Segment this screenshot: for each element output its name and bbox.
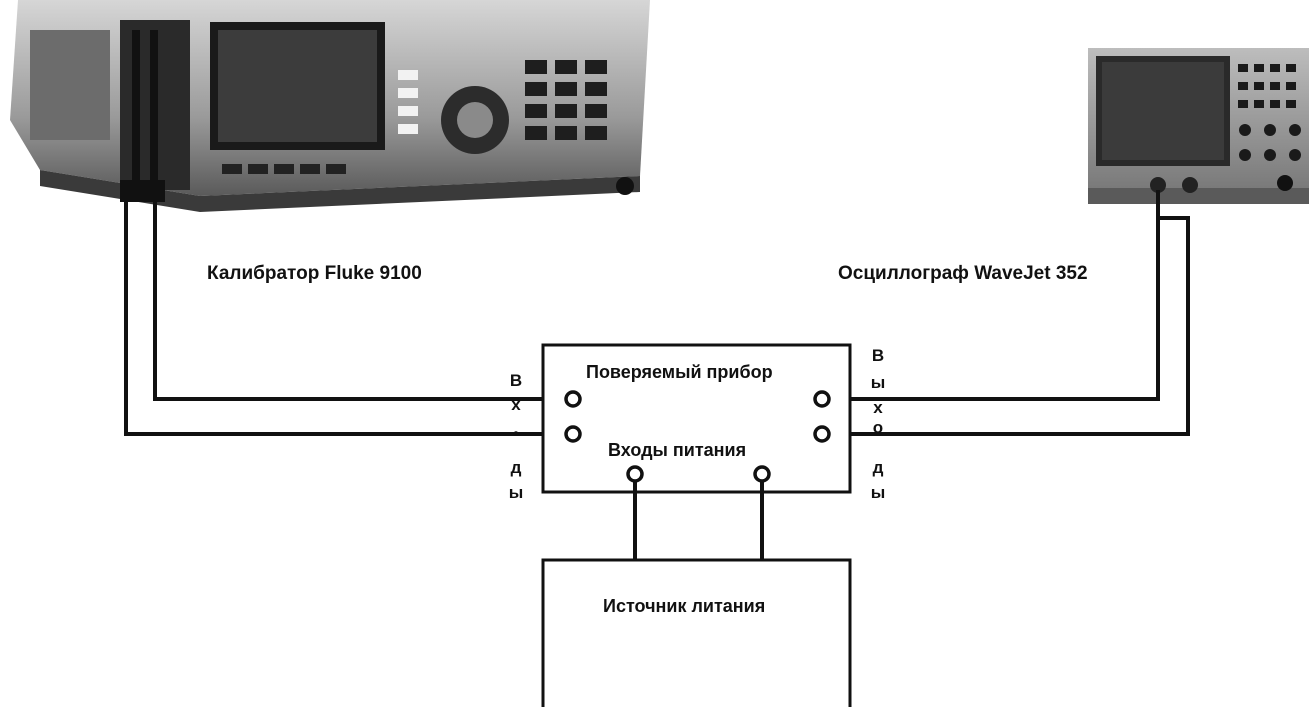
inputs-letter: х	[508, 396, 524, 413]
input-cables	[126, 202, 573, 434]
input-terminal-upper	[566, 392, 580, 406]
output-terminal-upper	[815, 392, 829, 406]
calibrator-label: Калибратор Fluke 9100	[207, 264, 422, 283]
inputs-letter: В	[508, 372, 524, 389]
outputs-letter: В	[870, 347, 886, 364]
outputs-letter: х	[870, 399, 886, 416]
device-under-test-label: Поверяемый прибор	[586, 363, 773, 381]
output-terminal-lower	[815, 427, 829, 441]
inputs-letter: ы	[508, 484, 524, 501]
input-cable-upper	[155, 202, 573, 399]
oscilloscope-image	[1088, 48, 1309, 204]
oscilloscope-label: Осциллограф WaveJet 352	[838, 264, 1088, 283]
oscilloscope-channel-2-input	[1182, 177, 1198, 193]
outputs-letter: ы	[870, 374, 886, 391]
calibrator-softkeys	[222, 164, 346, 174]
outputs-letter: д	[870, 459, 886, 476]
oscilloscope-screen	[1102, 62, 1224, 160]
power-source-label: Источник литания	[603, 597, 765, 615]
calibrator-output-terminal	[120, 180, 165, 202]
input-terminal-lower	[566, 427, 580, 441]
oscilloscope-power-button	[1277, 175, 1293, 191]
inputs-letter: •	[508, 425, 524, 442]
calibrator-image	[10, 0, 650, 212]
power-source-box	[543, 560, 850, 707]
inputs-letter: д	[508, 459, 524, 476]
outputs-letter: ы	[870, 484, 886, 501]
power-terminal-left	[628, 467, 642, 481]
outputs-letter: о	[870, 419, 886, 436]
calibrator-power-button	[616, 177, 634, 195]
power-inputs-label: Входы питания	[608, 441, 746, 459]
calibrator-side-panel	[30, 30, 110, 140]
power-terminal-right	[755, 467, 769, 481]
output-cable-upper	[822, 190, 1158, 399]
